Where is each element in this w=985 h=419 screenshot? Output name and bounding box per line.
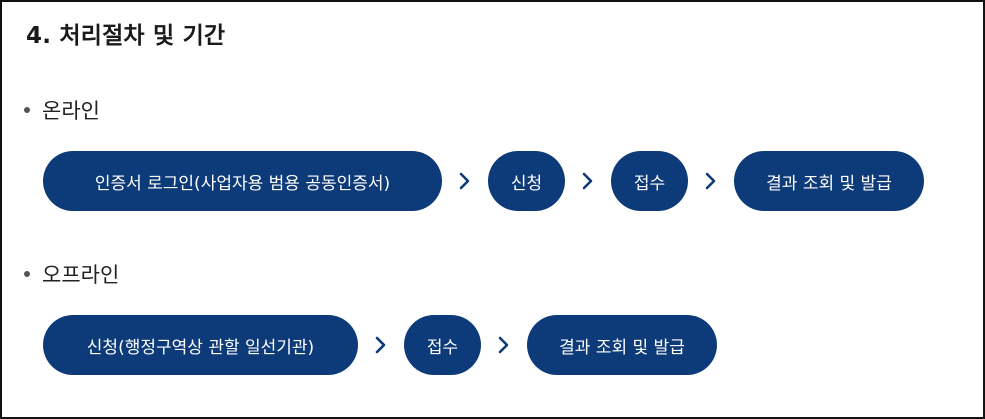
chevron-right-icon (565, 151, 611, 211)
chevron-right-icon (442, 151, 488, 211)
offline-label: 오프라인 (42, 263, 120, 287)
step-receipt: 접수 (611, 151, 688, 211)
step-result-issue: 결과 조회 및 발급 (734, 151, 924, 211)
bullet-dot-icon (24, 107, 30, 113)
online-heading: 온라인 (24, 95, 100, 125)
online-steps: 인증서 로그인(사업자용 범용 공동인증서) 신청 접수 결과 조회 및 발급 (43, 151, 924, 211)
offline-heading: 오프라인 (24, 259, 119, 289)
chevron-right-icon (481, 315, 527, 375)
section-title: 4. 처리절차 및 기간 (26, 23, 226, 49)
offline-steps: 신청(행정구역상 관할 일선기관) 접수 결과 조회 및 발급 (43, 315, 717, 375)
step-apply-office: 신청(행정구역상 관할 일선기관) (43, 315, 358, 375)
step-certificate-login: 인증서 로그인(사업자용 범용 공동인증서) (43, 151, 442, 211)
step-receipt: 접수 (404, 315, 481, 375)
step-result-issue: 결과 조회 및 발급 (527, 315, 717, 375)
bullet-dot-icon (24, 271, 30, 277)
step-apply: 신청 (488, 151, 565, 211)
chevron-right-icon (358, 315, 404, 375)
online-label: 온라인 (42, 99, 100, 123)
chevron-right-icon (688, 151, 734, 211)
